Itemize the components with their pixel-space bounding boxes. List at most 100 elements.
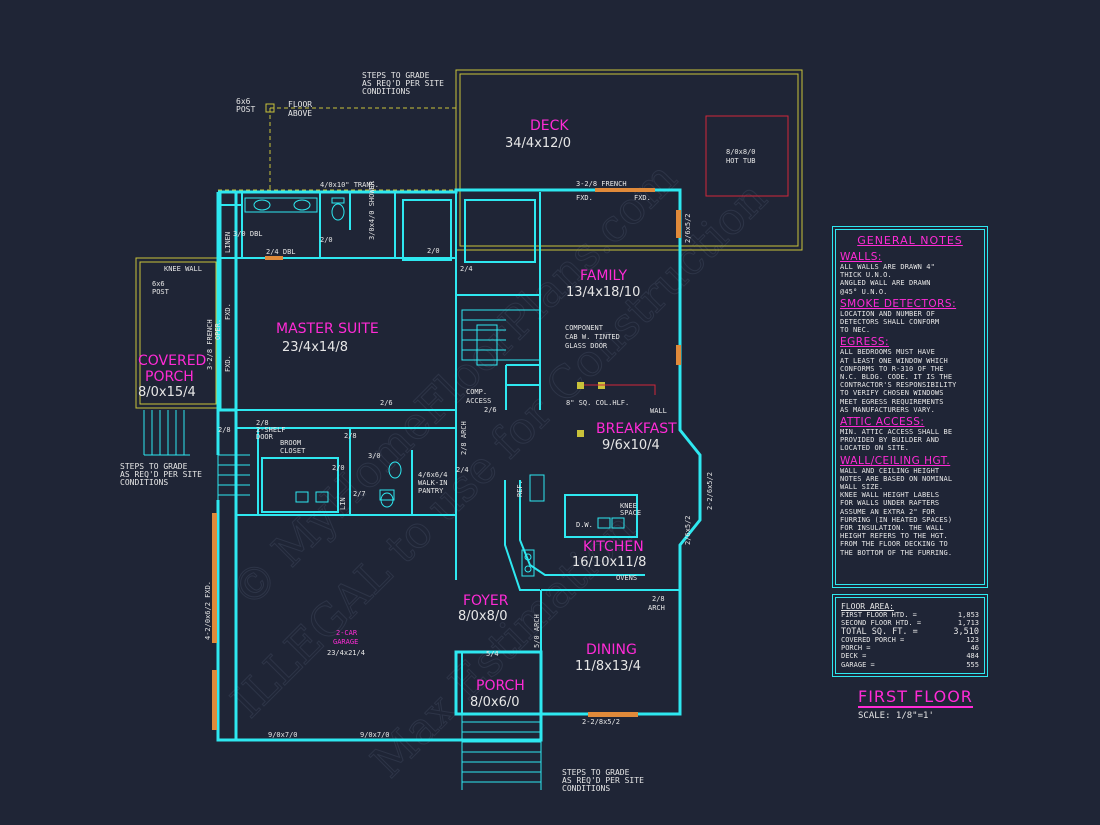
label: CAB W. TINTED [565,333,620,341]
dining-name: DINING [586,642,637,658]
floor-area-row: COVERED PORCH =123 [841,636,979,644]
fixtures [244,197,625,577]
columns [577,382,656,437]
label: POST [152,288,170,296]
garage-name-1: 2-CAR [336,629,358,637]
label: LIN [339,497,347,510]
label: FXD. [634,194,651,202]
covered-porch-name-1: COVERED [138,353,206,369]
label: 3/0 DBL [233,230,263,238]
label: WALL [650,407,667,415]
floor-area-heading: FLOOR AREA: [841,602,894,611]
label: 2/8 [256,419,269,427]
note-section: SMOKE DETECTORS: LOCATION AND NUMBER OF … [840,298,980,335]
breakfast-dim: 9/6x10/4 [602,438,660,453]
label: AS REQ'D PER SITE [562,776,644,785]
note-heading: SMOKE DETECTORS: [840,297,957,310]
hot-tub [705,115,789,197]
label: COMPONENT [565,324,604,332]
label: POST [236,105,255,114]
note-heading: ATTIC ACCESS: [840,416,925,429]
label: 2/6x5/2 [684,515,692,545]
drawing-scale: SCALE: 1/8"=1' [858,711,934,721]
family-name: FAMILY [580,268,627,284]
note-heading: WALLS: [840,251,882,263]
label: 4/0x10" TRANS. [320,181,379,189]
label: 6x6 [152,280,165,288]
note-section: EGRESS: ALL BEDROOMS MUST HAVE AT LEAST … [840,336,980,414]
label: 2/0 [427,247,440,255]
label: 2/7 [353,490,366,498]
label: FLOOR [288,100,312,109]
label: 4/6x6/4 [418,471,448,479]
garage-dim: 23/4x21/4 [327,649,365,657]
note-heading: WALL/CEILING HGT. [840,454,951,467]
label: ABOVE [288,109,312,118]
kitchen-name: KITCHEN [583,539,644,555]
label: COMP. [466,388,487,396]
master-suite-dim: 23/4x14/8 [282,340,348,355]
area-label: FIRST FLOOR HTD. = [841,611,917,619]
label: PANTRY [418,487,444,495]
label: FXD. [224,355,232,372]
floor-area-row: TOTAL SQ. FT. =3,510 [841,626,979,637]
area-label: SECOND FLOOR HTD. = [841,619,922,628]
label: 2/4 [456,466,469,474]
label: FXD. [576,194,593,202]
floor-area-row: PORCH =46 [841,644,979,652]
deck-name: DECK [530,118,569,134]
label: 2/0 [332,464,345,472]
area-value: 3,510 [953,626,979,637]
label: OVENS [616,574,637,582]
area-value: 484 [966,652,979,661]
exterior-walls [216,188,702,742]
general-notes-title: GENERAL NOTES [857,234,963,247]
label: HOT TUB [726,157,756,165]
label: 8/0x8/0 [726,148,756,156]
note-text: ALL WALLS ARE DRAWN 4" THICK U.N.O. ANGL… [840,263,935,296]
label: 3-2/8 FRENCH [206,319,214,370]
label: D.W. [576,521,593,529]
note-heading: EGRESS: [840,336,890,349]
interior-walls [218,192,680,714]
label: 5/0 ARCH [533,614,541,648]
note-text: ALL BEDROOMS MUST HAVE AT LEAST ONE WIND… [840,348,957,414]
kitchen-dim: 16/10x11/8 [572,555,646,570]
label: CONDITIONS [562,784,610,793]
foyer-name: FOYER [463,593,509,609]
note-text: LOCATION AND NUMBER OF DETECTORS SHALL C… [840,309,940,335]
label: 2/4 [460,265,473,273]
area-value: 1,713 [957,619,979,628]
label: GLASS DOOR [565,342,608,350]
room-labels: DECK 34/4x12/0 FAMILY 13/4x18/10 MASTER … [138,118,677,710]
porch-name: PORCH [476,678,525,694]
label: 9/0x7/0 [268,731,298,739]
label: AS REQ'D PER SITE [362,79,444,88]
note-section: ATTIC ACCESS: MIN. ATTIC ACCESS SHALL BE… [840,416,980,453]
label: 2-SHELF [256,426,286,434]
label: SPACE [620,509,641,517]
post-6x6 [265,103,275,113]
label: 2/8 [218,426,231,434]
label: STEPS TO GRADE [120,462,188,471]
floor-area-row: SECOND FLOOR HTD. = 1,713 [841,619,979,627]
annotations: STEPS TO GRADE AS REQ'D PER SITE CONDITI… [120,71,756,793]
label: STEPS TO GRADE [362,71,430,80]
area-value: 46 [970,644,979,653]
label: STEPS TO GRADE [562,768,630,777]
dining-dim: 11/8x13/4 [575,659,641,674]
floor-area-row: GARAGE =555 [841,661,979,669]
label: 9/0x7/0 [360,731,390,739]
label: 8" SQ. COL.HLF. [566,399,629,407]
covered-porch-name-2: PORCH [145,369,194,385]
area-value: 1,853 [957,611,979,619]
label: 2/6x5/2 [684,213,692,243]
label: 2-2/6x5/2 [706,472,714,510]
windows [212,188,681,730]
label: AS REQ'D PER SITE [120,470,202,479]
label: 2/8 ARCH [460,421,468,455]
label: REF. [516,480,524,497]
front-steps [461,714,542,790]
label: 2/8 [652,595,665,603]
